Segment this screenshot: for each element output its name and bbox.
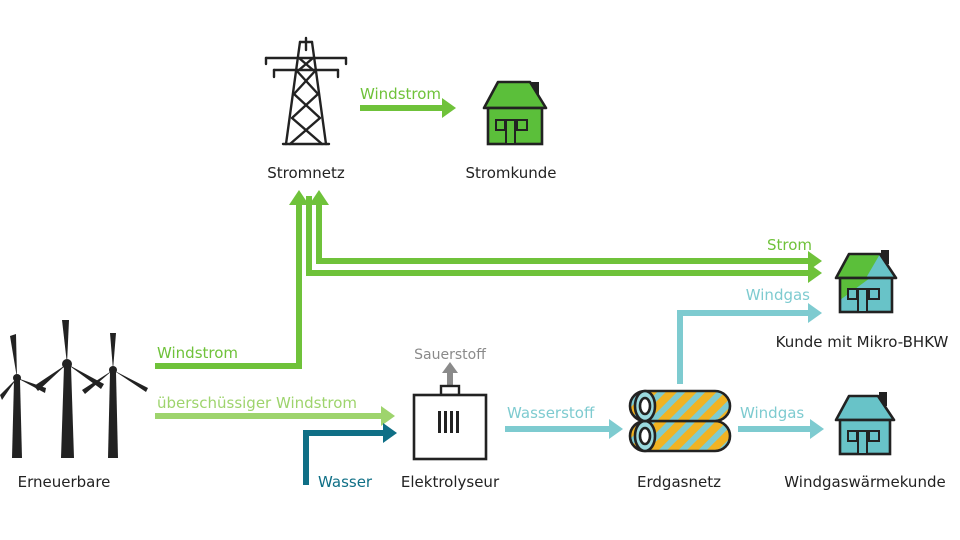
text-labels: Stromnetz Stromkunde Erneuerbare Elektro… — [18, 85, 949, 491]
arrow-wasserstoff — [505, 419, 623, 439]
wind-turbine-icon — [0, 320, 148, 458]
arrow-ueberschuss — [155, 406, 395, 426]
house-icon — [834, 392, 896, 456]
label-mikro-bhkw: Kunde mit Mikro-BHKW — [776, 333, 949, 351]
label-erneuerbare: Erneuerbare — [18, 473, 111, 491]
label-strom: Strom — [767, 236, 812, 254]
label-elektrolyseur: Elektrolyseur — [401, 473, 500, 491]
label-stromkunde: Stromkunde — [465, 164, 556, 182]
house-icon — [482, 80, 548, 146]
label-windgas-bottom: Windgas — [740, 404, 804, 422]
arrow-windgas-top — [677, 303, 822, 384]
label-sauerstoff: Sauerstoff — [414, 347, 486, 363]
label-stromnetz: Stromnetz — [267, 164, 345, 182]
flow-lines — [155, 98, 824, 485]
label-windstrom-top: Windstrom — [360, 85, 441, 103]
arrow-windstrom-top — [360, 98, 456, 118]
label-erdgasnetz: Erdgasnetz — [637, 473, 721, 491]
arrow-windgas-bottom — [738, 419, 824, 439]
label-windstrom-left: Windstrom — [157, 344, 238, 362]
arrow-wasser — [303, 423, 397, 485]
label-wasserstoff: Wasserstoff — [507, 404, 595, 422]
label-windgas-top: Windgas — [746, 286, 810, 304]
arrow-windstrom-left — [155, 190, 309, 369]
label-ueberschuss: überschüssiger Windstrom — [157, 394, 357, 412]
arrow-sauerstoff — [442, 362, 458, 386]
label-waermekunde: Windgaswärmekunde — [784, 473, 945, 491]
electrolyzer-icon — [412, 384, 488, 461]
arrow-strom — [306, 190, 822, 283]
power-tower-icon — [264, 36, 348, 146]
gas-pipes-icon — [628, 389, 732, 453]
label-wasser: Wasser — [318, 473, 373, 491]
house-icon — [834, 250, 898, 314]
